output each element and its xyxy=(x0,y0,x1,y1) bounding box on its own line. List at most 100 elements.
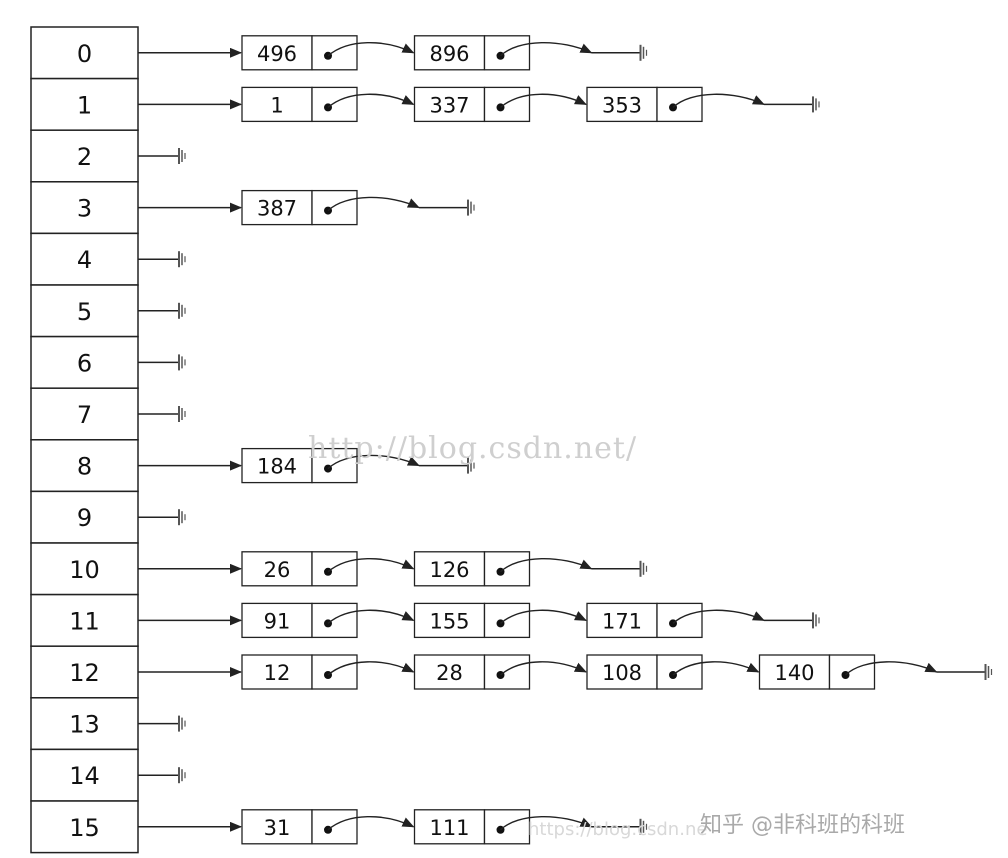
node-value-cell xyxy=(241,809,313,845)
next-pointer-arrow xyxy=(672,661,760,676)
node-value-26: 26 xyxy=(264,558,291,582)
node-pointer-cell xyxy=(311,602,358,639)
node-value-155: 155 xyxy=(429,609,469,633)
bucket-cell-8 xyxy=(30,439,139,493)
next-pointer-arrow xyxy=(500,661,587,676)
bucket-cell-15 xyxy=(30,800,139,854)
node-value-12: 12 xyxy=(264,661,291,685)
next-pointer-arrow xyxy=(327,41,415,57)
null-pointer-arrow xyxy=(672,609,765,624)
node-value-108: 108 xyxy=(602,661,642,685)
node-pointer-cell xyxy=(311,189,358,226)
node-pointer-cell xyxy=(311,809,358,845)
footer-watermark: 知乎 @非科班的科班 xyxy=(700,813,905,838)
null-pointer-arrow xyxy=(500,815,593,831)
bucket-cell-1 xyxy=(30,77,139,131)
node-value-171: 171 xyxy=(602,609,642,633)
next-pointer-arrow xyxy=(327,815,415,831)
node-value-337: 337 xyxy=(429,93,469,117)
node-value-cell xyxy=(413,86,486,123)
node-value-cell xyxy=(413,602,486,639)
node-pointer-cell xyxy=(311,86,358,123)
node-value-cell xyxy=(241,86,313,123)
node-value-cell xyxy=(241,35,313,71)
node-value-cell xyxy=(586,602,658,639)
node-value-896: 896 xyxy=(429,42,469,66)
node-value-184: 184 xyxy=(257,455,297,479)
bucket-index-14: 14 xyxy=(69,762,100,790)
null-pointer-arrow xyxy=(327,196,420,212)
next-pointer-arrow xyxy=(327,661,415,676)
node-value-cell xyxy=(413,35,486,71)
bucket-cell-14 xyxy=(30,748,139,802)
null-pointer-arrow xyxy=(327,454,420,470)
node-pointer-cell xyxy=(311,447,358,484)
bucket-index-3: 3 xyxy=(77,195,92,223)
node-pointer-cell xyxy=(656,654,703,690)
node-pointer-cell xyxy=(311,551,358,587)
bucket-cell-6 xyxy=(30,335,139,389)
node-value-387: 387 xyxy=(257,197,297,221)
node-value-cell xyxy=(241,447,313,484)
node-pointer-cell xyxy=(656,602,703,639)
node-value-31: 31 xyxy=(264,816,291,840)
node-value-cell xyxy=(413,654,486,690)
node-pointer-cell xyxy=(311,35,358,71)
null-pointer-arrow xyxy=(672,93,765,108)
node-value-353: 353 xyxy=(602,93,642,117)
node-pointer-cell xyxy=(483,551,531,587)
node-value-1: 1 xyxy=(270,93,283,117)
watermark-text: http://blog.csdn.net/ xyxy=(308,431,637,466)
node-pointer-cell xyxy=(483,35,531,71)
bucket-index-11: 11 xyxy=(69,607,100,635)
node-value-140: 140 xyxy=(774,661,814,685)
bucket-cell-3 xyxy=(30,181,139,235)
bucket-index-15: 15 xyxy=(69,814,100,842)
bucket-cell-12 xyxy=(30,645,139,699)
bucket-index-13: 13 xyxy=(69,711,100,739)
node-value-cell xyxy=(586,654,658,690)
bucket-index-4: 4 xyxy=(77,246,92,274)
footer-url-watermark: https://blog.csdn.ne xyxy=(528,819,707,840)
node-pointer-cell xyxy=(828,654,876,690)
node-pointer-cell xyxy=(483,86,531,123)
next-pointer-arrow xyxy=(500,609,587,624)
next-pointer-arrow xyxy=(327,557,415,573)
bucket-cell-5 xyxy=(30,284,139,338)
node-pointer-cell xyxy=(483,809,531,845)
bucket-cell-7 xyxy=(30,387,139,441)
bucket-index-1: 1 xyxy=(77,91,92,119)
bucket-cell-4 xyxy=(30,232,139,286)
bucket-cell-0 xyxy=(30,26,139,80)
bucket-cell-13 xyxy=(30,697,139,751)
bucket-cell-2 xyxy=(30,129,139,183)
node-value-111: 111 xyxy=(429,816,469,840)
node-value-126: 126 xyxy=(429,558,469,582)
node-pointer-cell xyxy=(483,654,531,690)
node-value-cell xyxy=(413,809,486,845)
bucket-index-10: 10 xyxy=(69,556,100,584)
bucket-cell-9 xyxy=(30,490,139,544)
next-pointer-arrow xyxy=(327,93,415,108)
bucket-index-8: 8 xyxy=(77,453,92,481)
null-pointer-arrow xyxy=(500,557,593,573)
bucket-cell-10 xyxy=(30,542,139,596)
node-value-cell xyxy=(586,86,658,123)
bucket-index-12: 12 xyxy=(69,659,100,687)
bucket-index-9: 9 xyxy=(77,504,92,532)
bucket-index-6: 6 xyxy=(77,349,92,377)
bucket-index-0: 0 xyxy=(77,40,92,68)
node-value-91: 91 xyxy=(264,609,291,633)
next-pointer-arrow xyxy=(327,609,415,624)
null-pointer-arrow xyxy=(845,661,938,676)
null-pointer-arrow xyxy=(500,41,593,57)
node-pointer-cell xyxy=(483,602,531,639)
bucket-index-7: 7 xyxy=(77,401,92,429)
node-pointer-cell xyxy=(656,86,703,123)
node-value-cell xyxy=(758,654,831,690)
next-pointer-arrow xyxy=(500,93,587,108)
node-value-496: 496 xyxy=(257,42,297,66)
node-pointer-cell xyxy=(311,654,358,690)
bucket-index-2: 2 xyxy=(77,143,92,171)
